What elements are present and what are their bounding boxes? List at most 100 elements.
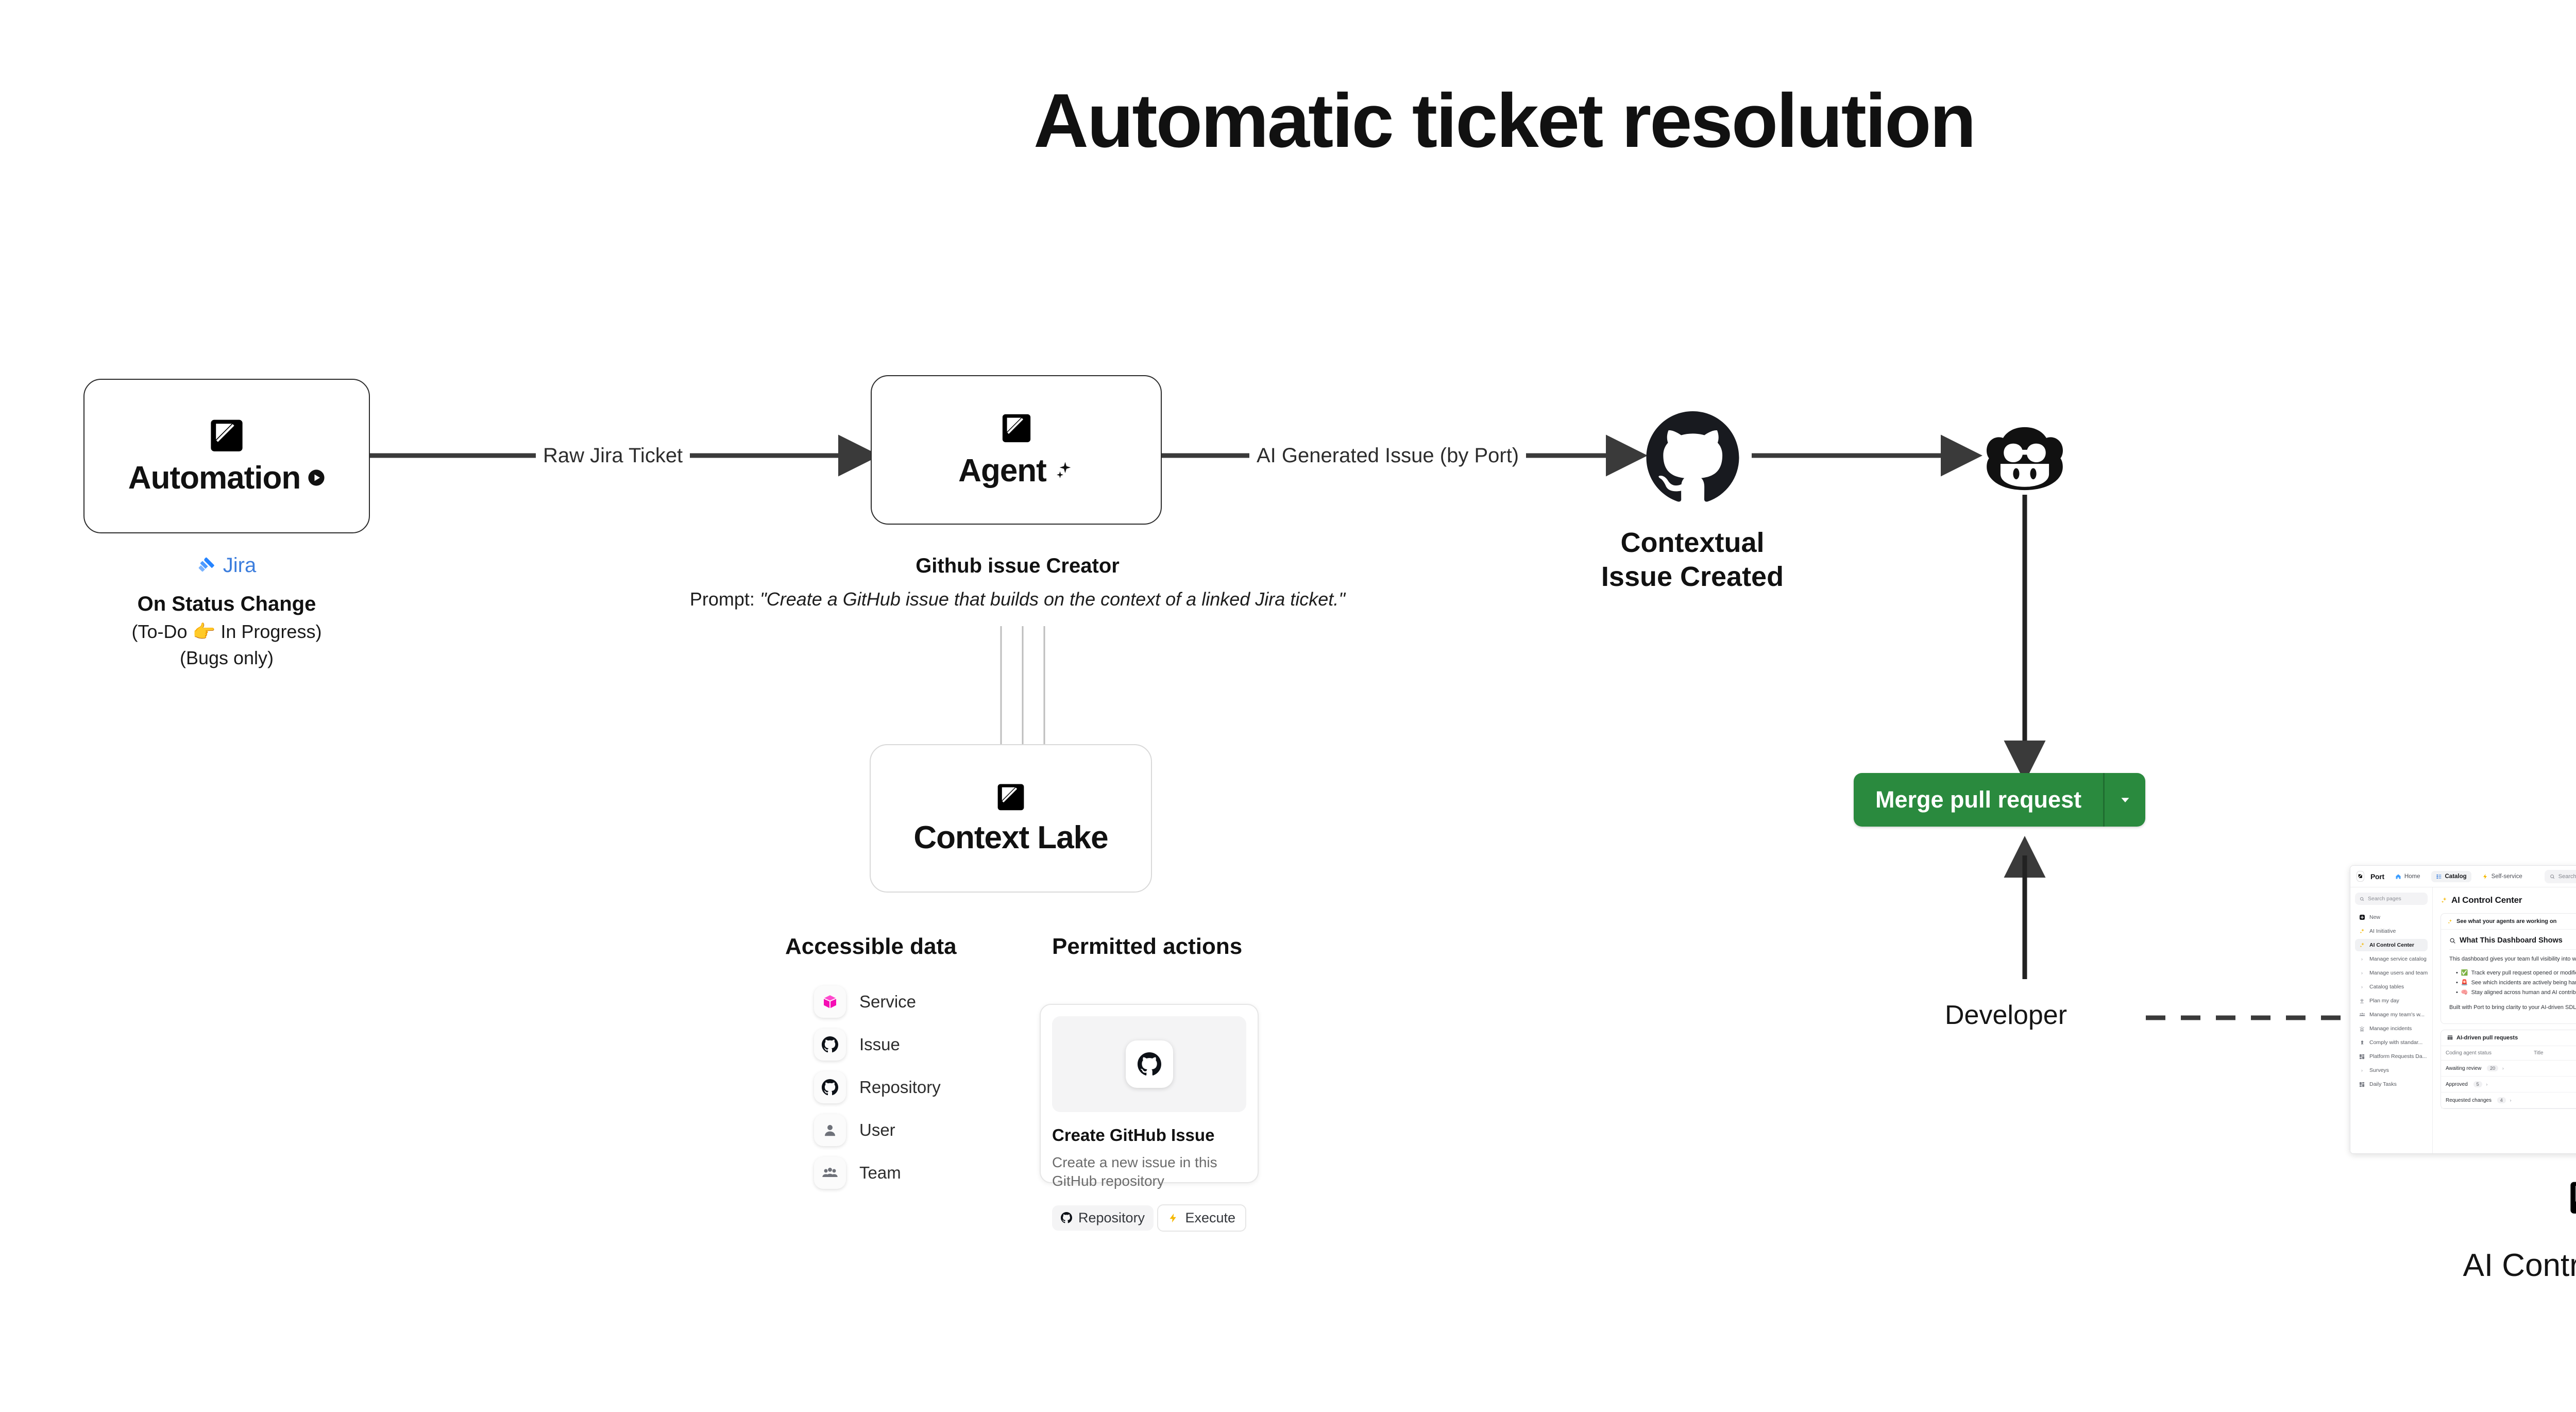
merge-dropdown-button[interactable] [2103, 773, 2146, 827]
pull-requests-table-card: AI-driven pull requests Coding agent sta… [2441, 1029, 2576, 1109]
edge-label-raw-jira-ticket: Raw Jira Ticket [536, 444, 690, 467]
ai-control-center-screenshot[interactable]: Port Home Catalog [2350, 865, 2576, 1154]
status-count: 4 [2497, 1097, 2506, 1103]
list-item[interactable]: User [814, 1114, 895, 1146]
agent-node[interactable]: Agent [871, 375, 1162, 525]
chevron-right-icon: › [2361, 956, 2363, 962]
sidebar-item-plan-my-day[interactable]: Plan my day [2355, 995, 2428, 1007]
cell-status: Requested changes 4 › [2441, 1092, 2529, 1108]
banner-text: See what your agents are working on [2456, 918, 2557, 924]
dashboard-icon [2359, 1054, 2365, 1060]
sidebar-item-manage-service-catalog[interactable]: › Manage service catalog [2355, 953, 2428, 965]
port-logo-icon[interactable] [2357, 871, 2364, 882]
chip-label: Repository [1078, 1209, 1145, 1225]
list-item-label: Team [859, 1163, 901, 1182]
chevron-right-icon[interactable]: › [2510, 1097, 2512, 1103]
chevron-right-icon: › [2361, 1068, 2363, 1073]
automation-node[interactable]: Automation [83, 379, 370, 533]
table-header-row: Coding agent status Title Pull Request U… [2441, 1046, 2576, 1061]
cell-status: Approved 5 › [2441, 1076, 2529, 1092]
team-icon [2359, 1012, 2365, 1018]
sidebar-item-platform-requests-dashboard[interactable]: Platform Requests Da... [2355, 1050, 2428, 1063]
nav-home[interactable]: Home [2391, 871, 2425, 882]
list-item[interactable]: Issue [814, 1029, 900, 1061]
action-description: Create a new issue in this GitHub reposi… [1052, 1154, 1217, 1189]
prompt-prefix: Prompt: [689, 589, 760, 610]
sidebar-item-label: Daily Tasks [2369, 1081, 2397, 1087]
github-issue-created-label: Contextual Issue Created [1601, 527, 1784, 593]
bullet-emoji: 🧠 [2461, 989, 2468, 996]
sidebar-search-input[interactable]: Search pages [2355, 893, 2428, 905]
agents-banner-card: See what your agents are working on What… [2441, 913, 2576, 1024]
sidebar-item-label: Catalog tables [2369, 984, 2404, 990]
sidebar-item-daily-tasks[interactable]: Daily Tasks [2355, 1078, 2428, 1090]
status-label: Approved [2446, 1081, 2468, 1087]
column-coding-agent-status[interactable]: Coding agent status [2441, 1046, 2529, 1061]
search-input[interactable]: Search ⌘ K [2544, 869, 2576, 883]
sidebar-item-manage-incidents[interactable]: Manage incidents [2355, 1022, 2428, 1035]
nav-home-label: Home [2404, 873, 2420, 880]
sidebar-item-manage-users-and-teams[interactable]: › Manage users and teams [2355, 967, 2428, 979]
dashboard-footer: Built with Port to bring clarity to your… [2449, 1004, 2576, 1011]
chevron-right-icon[interactable]: › [2486, 1081, 2488, 1087]
dashboard-bullet: • 🧠 Stay aligned across human and AI con… [2449, 988, 2576, 998]
sidebar-item-comply-with-standards[interactable]: Comply with standar... [2355, 1036, 2428, 1049]
app-brand: Port [2370, 872, 2384, 881]
list-item[interactable]: Team [814, 1157, 901, 1189]
merge-pull-request-button[interactable]: Merge pull request [1854, 773, 2146, 827]
sidebar-item-ai-initiative[interactable]: AI Initiative [2355, 925, 2428, 937]
dashboard-heading-text: What This Dashboard Shows [2460, 936, 2563, 945]
nav-catalog[interactable]: Catalog [2431, 870, 2471, 882]
port-logo-icon [1001, 411, 1032, 443]
port-logo-icon [996, 781, 1026, 811]
chevron-right-icon[interactable]: › [2502, 1065, 2504, 1071]
list-item[interactable]: Repository [814, 1071, 941, 1103]
bullet-emoji: ✅ [2461, 969, 2468, 976]
accessible-data-heading: Accessible data [785, 934, 957, 959]
list-item[interactable]: Service [814, 986, 916, 1018]
lightning-bolt-icon [1168, 1213, 1179, 1223]
trigger-scope: (Bugs only) [179, 647, 274, 669]
status-label: Requested changes [2446, 1097, 2492, 1103]
sidebar-item-label: Platform Requests Da... [2369, 1053, 2427, 1060]
sidebar-item-catalog-tables[interactable]: › Catalog tables [2355, 981, 2428, 993]
home-icon [2395, 873, 2401, 880]
developer-label: Developer [1945, 1000, 2067, 1030]
github-icon [814, 1029, 846, 1061]
repository-chip: Repository [1052, 1205, 1154, 1231]
merge-button-label[interactable]: Merge pull request [1854, 773, 2104, 827]
table-row[interactable]: Requested changes 4 › [2441, 1092, 2576, 1108]
status-label: Awaiting review [2446, 1065, 2482, 1071]
app-sidebar: Search pages New AI Initiat [2350, 887, 2433, 1153]
trigger-title: On Status Change [137, 593, 316, 615]
dashboard-intro: This dashboard gives your team full visi… [2449, 956, 2576, 962]
table-icon [2447, 1035, 2453, 1040]
list-item-label: Repository [859, 1078, 941, 1097]
status-count: 5 [2473, 1081, 2482, 1087]
sparkle-icon [2359, 928, 2365, 934]
sparkle-icon [2359, 942, 2365, 948]
automation-caption: Jira On Status Change (To-Do 👉 In Progre… [83, 554, 370, 671]
sidebar-item-surveys[interactable]: › Surveys [2355, 1064, 2428, 1077]
status-count: 20 [2487, 1065, 2499, 1071]
nav-catalog-label: Catalog [2445, 873, 2467, 880]
bullet-dot: • [2456, 969, 2458, 976]
sidebar-search-placeholder: Search pages [2368, 896, 2401, 902]
column-title[interactable]: Title [2529, 1046, 2576, 1061]
sidebar-item-label: Manage incidents [2369, 1026, 2412, 1032]
context-lake-node[interactable]: Context Lake [870, 744, 1152, 893]
table-row[interactable]: Approved 5 › [2441, 1076, 2576, 1092]
sidebar-item-manage-my-teams-work[interactable]: Manage my team's w... [2355, 1008, 2428, 1021]
table-row[interactable]: Awaiting review 20 › [2441, 1060, 2576, 1077]
cell-title [2529, 1076, 2576, 1092]
agent-title: Agent [958, 452, 1074, 489]
page-title: Automatic ticket resolution [1033, 78, 1976, 163]
nav-self-service[interactable]: Self-service [2478, 871, 2527, 882]
sidebar-item-new[interactable]: New [2355, 911, 2428, 923]
execute-button[interactable]: Execute [1157, 1204, 1246, 1232]
agent-caption: Github issue Creator Prompt: "Create a G… [639, 551, 1396, 610]
dashboard-icon [2359, 1082, 2365, 1087]
sidebar-item-ai-control-center[interactable]: AI Control Center [2355, 939, 2428, 951]
permitted-action-card[interactable]: Create GitHub Issue Create a new issue i… [1040, 1004, 1259, 1232]
dashboard-heading: What This Dashboard Shows [2449, 936, 2576, 950]
